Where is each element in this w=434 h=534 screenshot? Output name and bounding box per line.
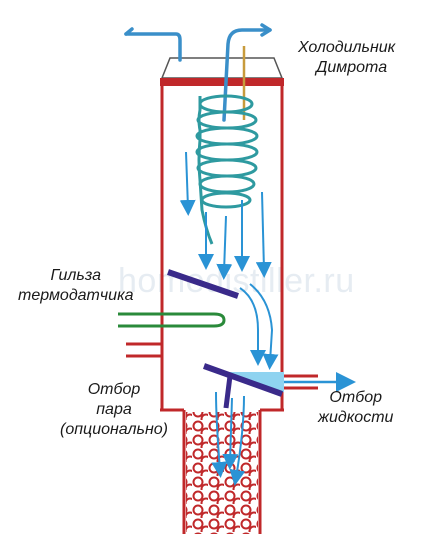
condenser-label: Холодильник Димрота	[298, 38, 395, 78]
cooling-water-pipes	[124, 23, 272, 122]
upper-baffle	[167, 269, 239, 299]
vapor-takeoff-line3: (опционально)	[60, 421, 168, 438]
liquid-takeoff-pipe	[284, 374, 318, 390]
lower-baffle	[202, 363, 284, 397]
vapor-takeoff-label: Отбор пара (опционально)	[44, 380, 184, 440]
thermo-sleeve	[118, 312, 226, 328]
packing-flow-arrows	[211, 391, 246, 486]
packing-section	[182, 410, 262, 534]
vapor-takeoff-line2: пара	[96, 401, 132, 418]
liquid-takeoff-line1: Отбор	[329, 389, 382, 406]
sleeve-label-line1: Гильза	[50, 267, 102, 284]
condenser-label-line1: Холодильник	[298, 39, 396, 56]
liquid-takeoff-line2: жидкости	[318, 409, 394, 426]
lower-baffle-lip	[223, 375, 233, 409]
condenser-label-line2: Димрота	[316, 59, 388, 76]
sleeve-label-line2: термодатчика	[18, 287, 134, 304]
liquid-takeoff-label: Отбор жидкости	[318, 388, 393, 428]
sleeve-label: Гильза термодатчика	[18, 266, 134, 306]
vapor-takeoff-line1: Отбор	[87, 381, 141, 398]
reflux-flow-arrows	[179, 151, 279, 370]
vapor-outlet-stub	[126, 342, 162, 358]
